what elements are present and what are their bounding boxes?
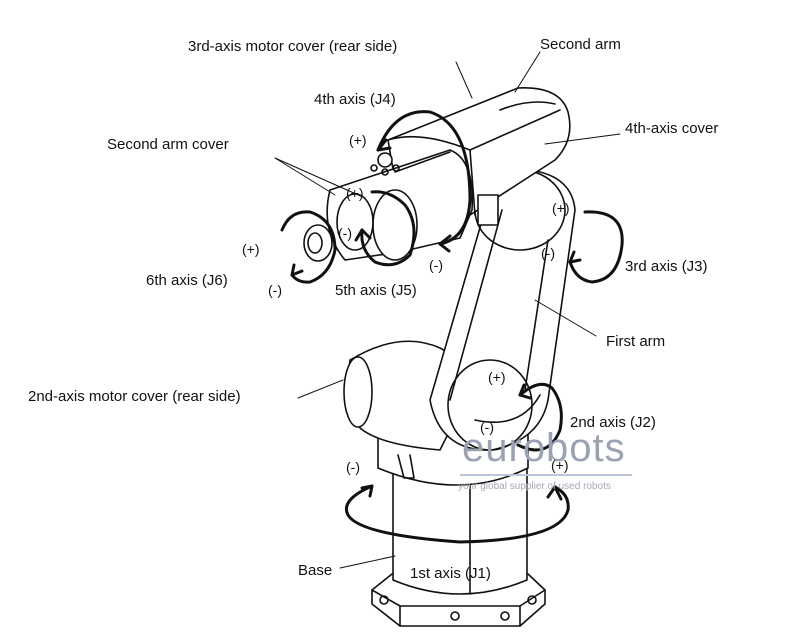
label-second-arm-cover: Second arm cover <box>107 136 229 153</box>
label-second-arm: Second arm <box>540 36 621 53</box>
j3-plus-sign: (+) <box>552 200 570 216</box>
label-second-axis: 2nd axis (J2) <box>570 414 656 431</box>
label-third-axis-motor-cover: 3rd-axis motor cover (rear side) <box>188 38 398 55</box>
j3-minus-sign: (-) <box>541 245 555 261</box>
j1-plus-sign: (+) <box>551 457 569 473</box>
j2-plus-sign: (+) <box>488 369 506 385</box>
watermark-tagline: your global supplier of used robots <box>458 481 611 492</box>
leader-lines <box>274 51 621 569</box>
j5-plus-sign: (+) <box>346 185 364 201</box>
label-first-arm: First arm <box>606 333 666 350</box>
label-base: Base <box>298 562 333 579</box>
j6-minus-sign: (-) <box>268 282 282 298</box>
j6-plus-sign: (+) <box>242 241 260 257</box>
watermark-brand: eurobots <box>462 426 626 470</box>
j1-minus-sign: (-) <box>346 459 360 475</box>
label-fourth-axis-cover: 4th-axis cover <box>625 120 719 137</box>
j2-minus-sign: (-) <box>480 419 494 435</box>
label-fifth-axis: 5th axis (J5) <box>335 282 417 299</box>
label-sixth-axis: 6th axis (J6) <box>146 272 228 289</box>
rotation-arrows <box>280 110 624 544</box>
label-second-axis-motor-cover: 2nd-axis motor cover (rear side) <box>28 388 241 405</box>
label-third-axis: 3rd axis (J3) <box>625 258 708 275</box>
j5-minus-sign: (-) <box>338 225 352 241</box>
j4-plus-sign: (+) <box>349 132 367 148</box>
wrist-housing-drawing <box>303 149 474 262</box>
label-fourth-axis: 4th axis (J4) <box>314 91 396 108</box>
watermark-rule <box>460 474 632 476</box>
label-first-axis: 1st axis (J1) <box>410 565 491 582</box>
j4-minus-sign: (-) <box>429 257 443 273</box>
